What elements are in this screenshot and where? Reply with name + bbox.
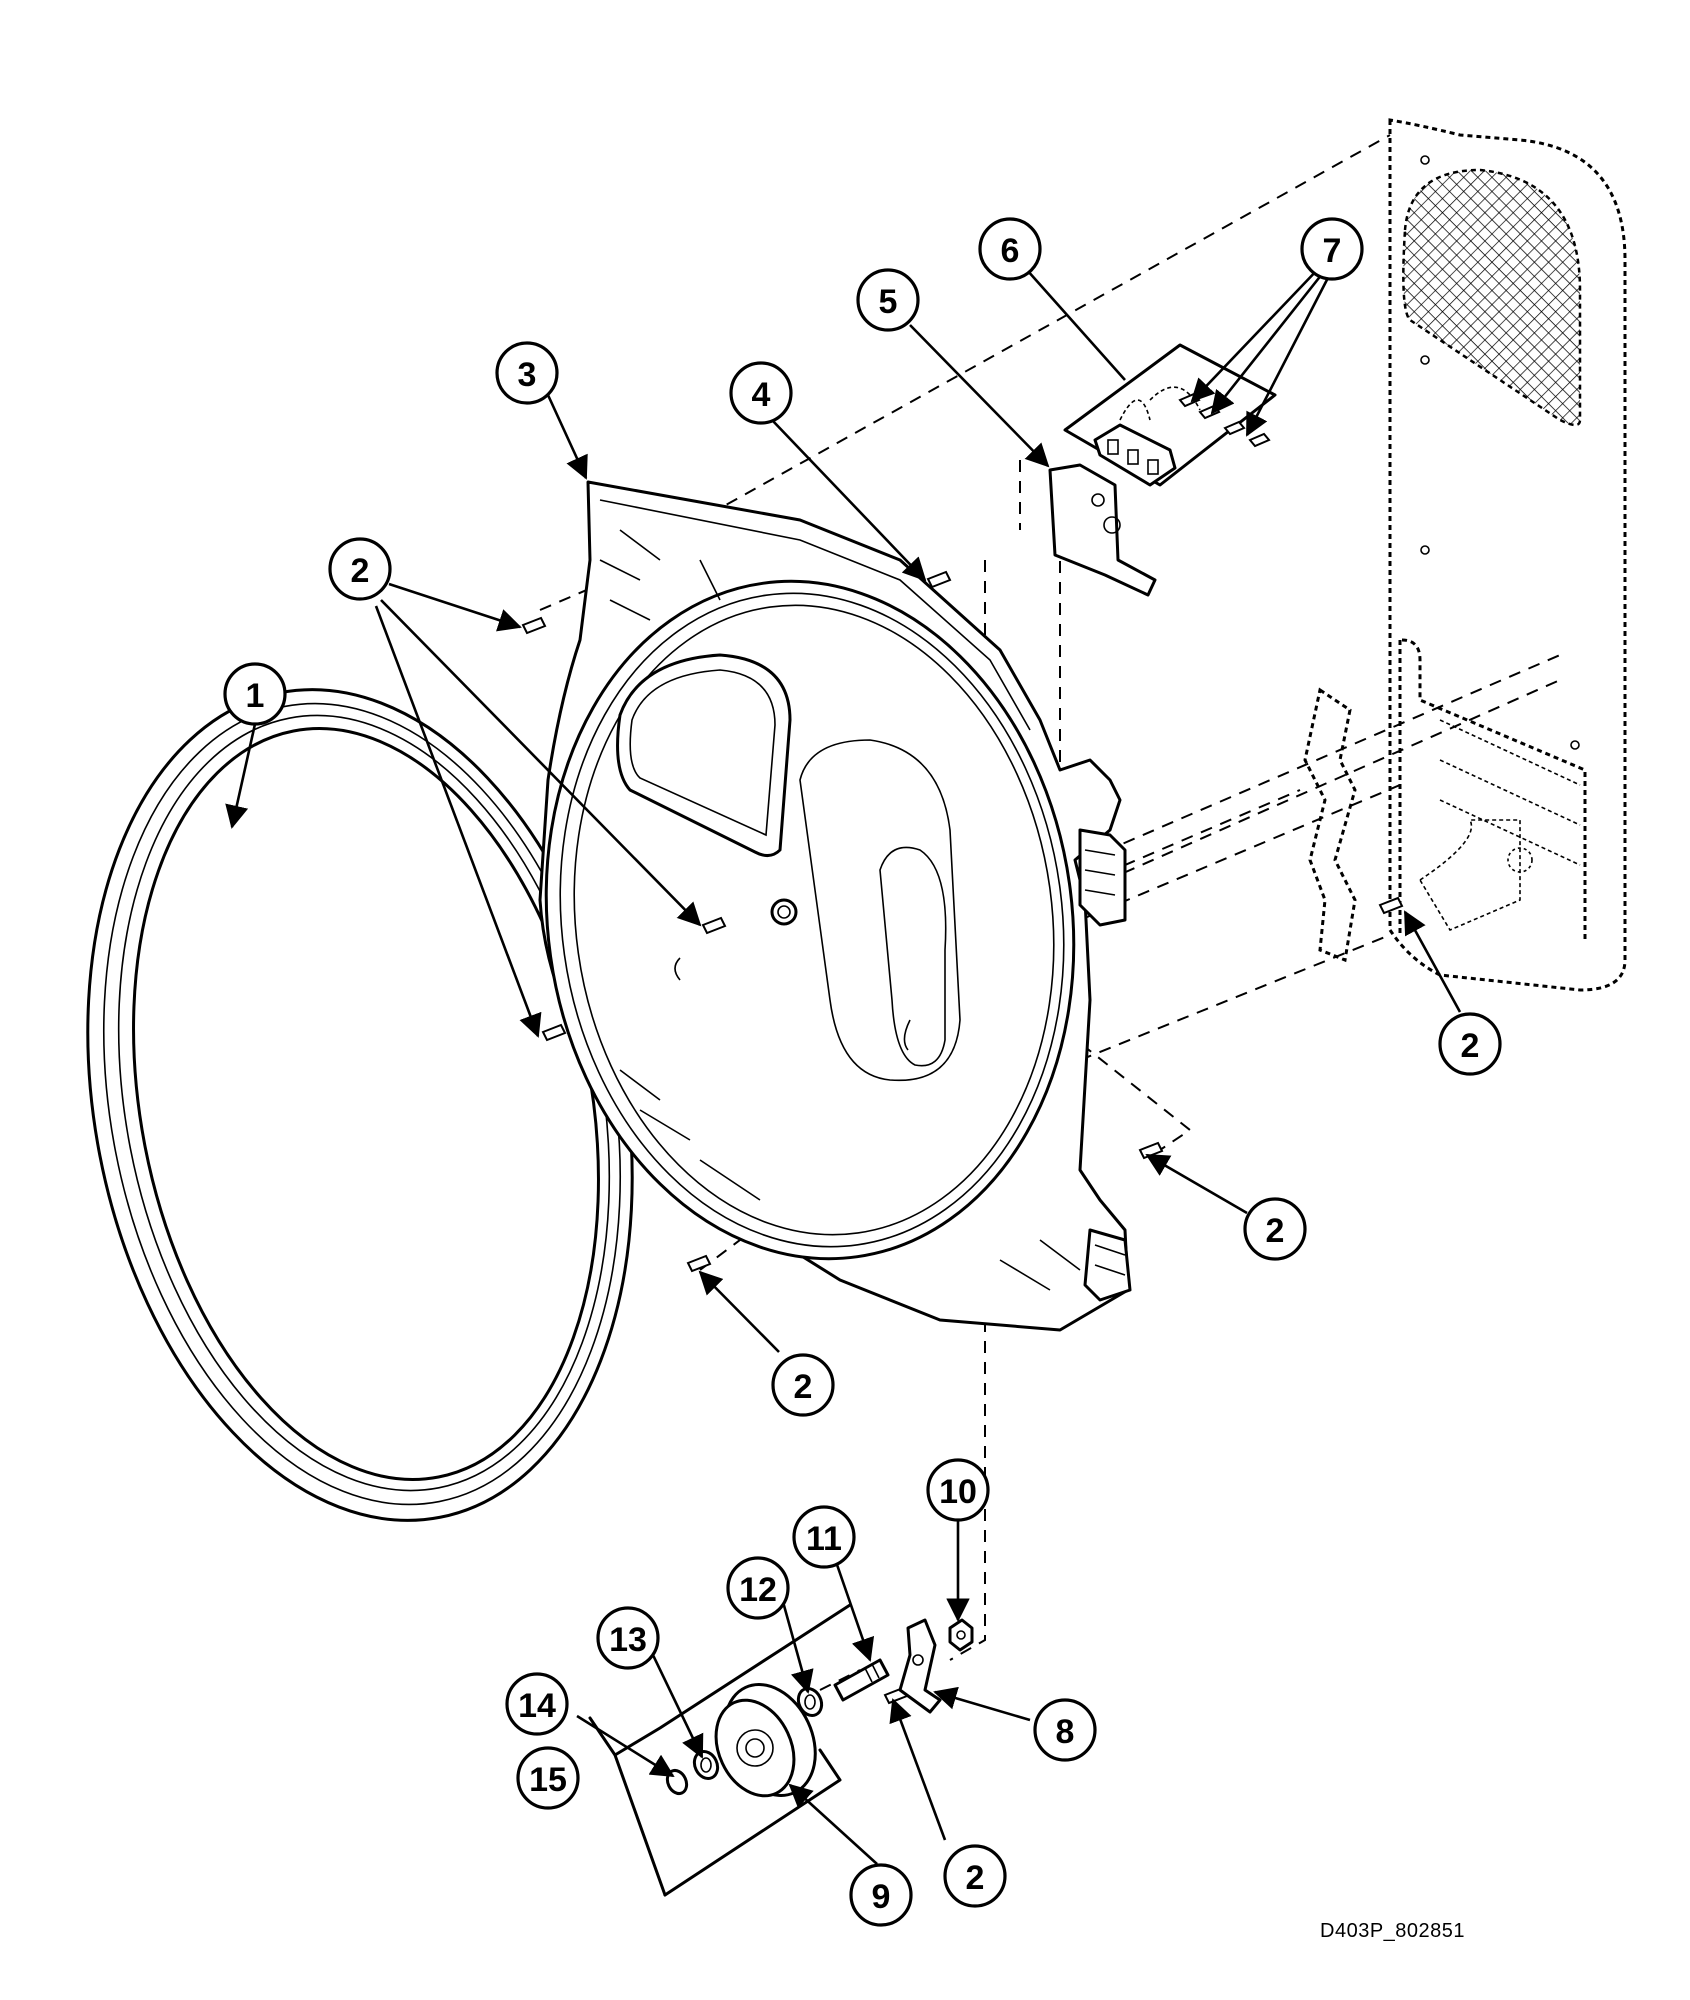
svg-text:7: 7 (1323, 232, 1342, 270)
callout-2: 2 (328, 537, 392, 601)
callout-2: 2 (943, 1844, 1007, 1908)
svg-text:5: 5 (879, 283, 898, 321)
callout-5: 5 (856, 268, 920, 332)
svg-text:4: 4 (752, 376, 771, 414)
front-bulkhead (538, 480, 1132, 1332)
callout-15: 15 (516, 1746, 580, 1810)
svg-text:9: 9 (872, 1878, 891, 1916)
side-bracket-strip (1303, 687, 1357, 963)
callout-12: 12 (726, 1556, 790, 1620)
svg-text:12: 12 (739, 1571, 777, 1609)
svg-text:10: 10 (939, 1473, 977, 1511)
callout-4: 4 (729, 361, 793, 425)
leader-lines (225, 266, 1462, 1865)
terminal-block (1063, 343, 1277, 487)
terminal-bracket (1048, 463, 1157, 597)
callout-13: 13 (596, 1606, 660, 1670)
svg-text:11: 11 (806, 1520, 842, 1558)
svg-text:3: 3 (518, 356, 537, 394)
svg-text:2: 2 (1266, 1212, 1285, 1250)
callout-9: 9 (849, 1863, 913, 1927)
svg-text:13: 13 (609, 1621, 647, 1659)
callout-2: 2 (1438, 1012, 1502, 1076)
callout-2: 2 (1243, 1197, 1307, 1261)
svg-text:2: 2 (351, 552, 370, 590)
svg-text:15: 15 (529, 1761, 567, 1799)
callout-7: 7 (1300, 217, 1364, 281)
svg-text:1: 1 (246, 677, 265, 715)
callout-2: 2 (771, 1353, 835, 1417)
roller-assembly (588, 1603, 974, 1897)
rear-panel (1388, 118, 1627, 992)
svg-text:6: 6 (1001, 232, 1020, 270)
callout-8: 8 (1033, 1698, 1097, 1762)
callout-10: 10 (926, 1458, 990, 1522)
drawing-code: D403P_802851 (1320, 1920, 1466, 1942)
callout-14: 14 (505, 1672, 569, 1736)
svg-text:2: 2 (1461, 1027, 1480, 1065)
door-seal-ring (86, 688, 634, 1522)
callout-1: 1 (223, 662, 287, 726)
callout-6: 6 (978, 217, 1042, 281)
svg-text:8: 8 (1056, 1713, 1075, 1751)
callout-11: 11 (792, 1505, 856, 1569)
svg-text:14: 14 (518, 1687, 556, 1725)
callout-3: 3 (495, 341, 559, 405)
svg-text:2: 2 (966, 1859, 985, 1897)
svg-text:2: 2 (794, 1368, 813, 1406)
